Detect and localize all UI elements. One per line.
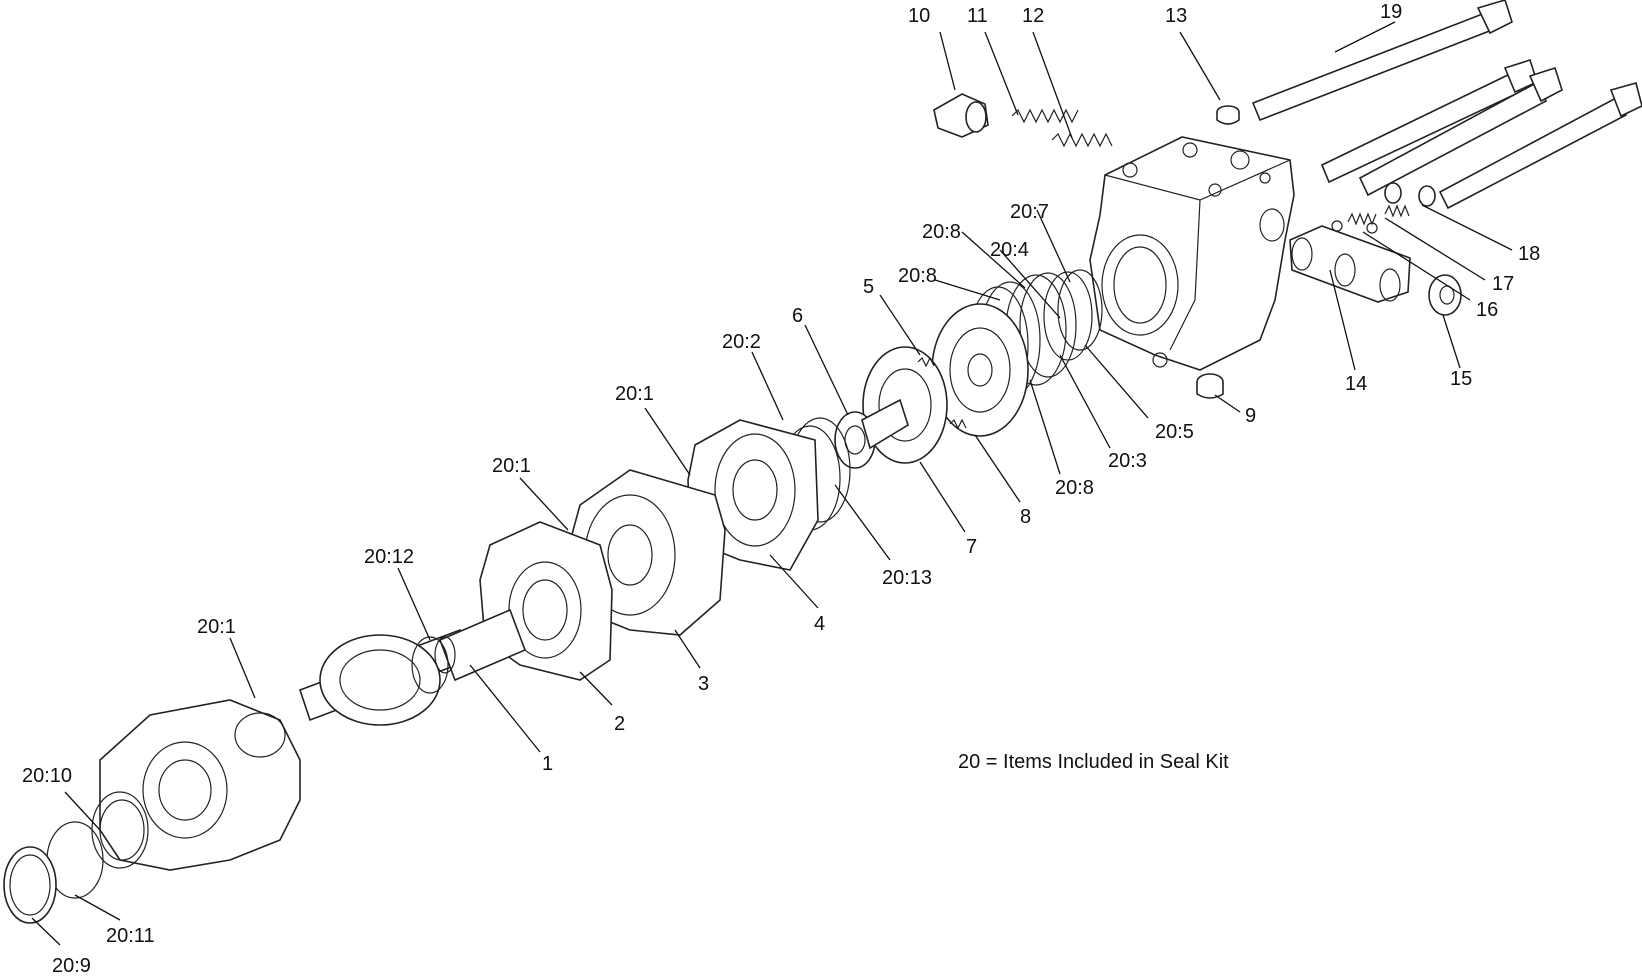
callout-20-8-lower: 20:8 <box>898 265 937 287</box>
callout-9: 9 <box>1245 405 1256 427</box>
callout-20-1-middle: 20:1 <box>492 455 531 477</box>
callout-20-12: 20:12 <box>364 546 414 568</box>
callout-20-9: 20:9 <box>52 955 91 977</box>
callout-4: 4 <box>814 613 825 635</box>
callout-17: 17 <box>1492 273 1514 295</box>
callout-20-4: 20:4 <box>990 239 1029 261</box>
callout-10: 10 <box>908 5 930 27</box>
valve-plate <box>931 303 1029 437</box>
callout-6: 6 <box>792 305 803 327</box>
callout-labels: 10 11 12 13 19 18 17 16 14 15 9 20:7 20:… <box>22 1 1540 977</box>
callout-20-1-upper: 20:1 <box>615 383 654 405</box>
callout-20-1-lower: 20:1 <box>197 616 236 638</box>
callout-leaders <box>31 21 1513 946</box>
drive-link-gear <box>834 398 909 469</box>
callout-20-13: 20:13 <box>882 567 932 589</box>
callout-16: 16 <box>1476 299 1498 321</box>
callout-20-11: 20:11 <box>106 925 155 947</box>
callout-20-7: 20:8 <box>1055 477 1094 499</box>
callout-14: 14 <box>1345 373 1367 395</box>
relief-valve-parts <box>933 93 1240 148</box>
callout-15: 15 <box>1450 368 1472 390</box>
callout-1: 1 <box>542 753 553 775</box>
front-housing <box>99 699 301 871</box>
seal-kit-note: 20 = Items Included in Seal Kit <box>958 751 1229 773</box>
bearing-assembly <box>319 634 449 726</box>
callout-20-6: 20:7 <box>1010 201 1049 223</box>
callout-11: 11 <box>967 5 988 27</box>
callout-20-2: 20:2 <box>722 331 761 353</box>
callout-18: 18 <box>1518 243 1540 265</box>
callout-2: 2 <box>614 713 625 735</box>
callout-3: 3 <box>698 673 709 695</box>
callout-7: 7 <box>966 536 977 558</box>
parts-drawing <box>3 0 1642 924</box>
callout-5: 5 <box>863 276 874 298</box>
callout-13: 13 <box>1165 5 1187 27</box>
callout-20-10: 20:10 <box>22 765 72 787</box>
callout-20-3: 20:3 <box>1108 450 1147 472</box>
end-cover-housing <box>1089 136 1295 371</box>
callout-12: 12 <box>1022 5 1044 27</box>
bolt-19 <box>1251 0 1642 210</box>
callout-19: 19 <box>1380 1 1402 23</box>
callout-20-8-upper: 20:8 <box>922 221 961 243</box>
callout-8: 8 <box>1020 506 1031 528</box>
callout-20-5: 20:5 <box>1155 421 1194 443</box>
spool-and-plugs <box>1196 182 1462 399</box>
